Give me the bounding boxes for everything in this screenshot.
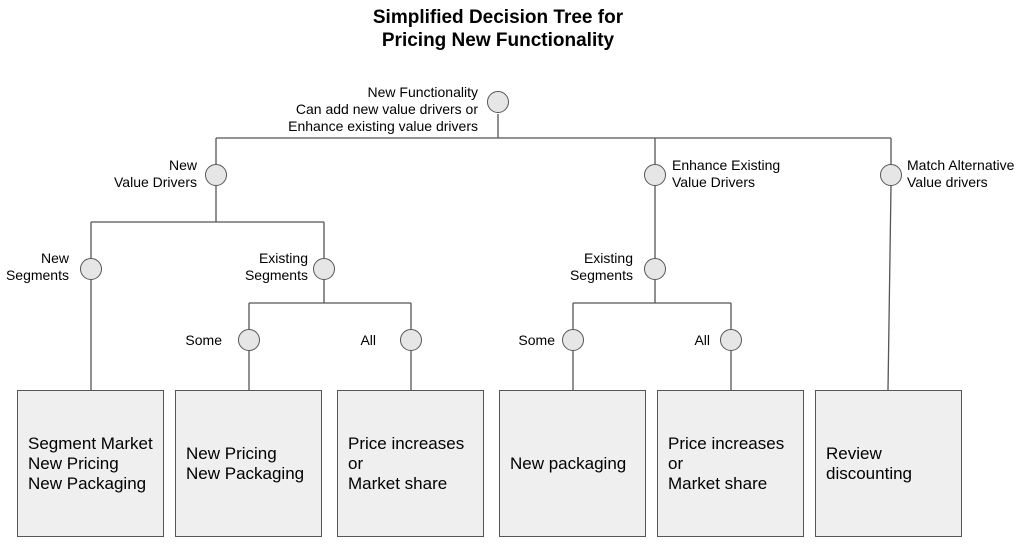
decision-node-existing-segments-left [313, 258, 335, 280]
outcome-text: Price increases or Market share [668, 433, 785, 493]
outcome-box-new-pricing: New Pricing New Packaging [175, 390, 322, 537]
label-line: Enhance Existing [672, 157, 781, 173]
decision-node-new-value-drivers [205, 164, 227, 186]
label-line: Value Drivers [114, 174, 197, 190]
label-line: New [168, 157, 197, 173]
label-line: New [40, 250, 69, 266]
decision-node-match-alternative [880, 164, 902, 186]
label-line: Value Drivers [672, 174, 755, 190]
label-line: Segments [569, 267, 633, 283]
decision-node-all-right [720, 329, 742, 351]
label-existing-segments-left: Existing Segments [245, 250, 308, 284]
root-line-2: Enhance existing value drivers [288, 118, 478, 134]
label-all-right: All [694, 332, 710, 348]
decision-node-all-left [400, 329, 422, 351]
outcome-text: Price increases or Market share [348, 433, 465, 493]
outcome-box-new-packaging: New packaging [499, 390, 646, 537]
label-match-alternative: Match Alternative Value drivers [907, 157, 1014, 191]
decision-node-some-left [238, 329, 260, 351]
label-new-segments: New Segments [6, 250, 69, 284]
root-heading: New Functionality [367, 84, 479, 100]
label-new-value-drivers: New Value Drivers [114, 157, 197, 191]
decision-node-some-right [562, 329, 584, 351]
label-line: Segments [244, 267, 308, 283]
outcome-text: Segment Market New Pricing New Packaging [28, 433, 153, 493]
decision-node-new-segments [80, 258, 102, 280]
outcome-box-price-increases-left: Price increases or Market share [337, 390, 484, 537]
decision-node-root [487, 91, 509, 113]
label-some-right: Some [518, 332, 555, 348]
label-line: Existing [583, 250, 633, 266]
outcome-box-segment-market: Segment Market New Pricing New Packaging [17, 390, 164, 537]
label-all-left: All [360, 332, 376, 348]
label-line: Existing [258, 250, 308, 266]
title-line-2: Pricing New Functionality [381, 30, 615, 51]
label-existing-segments-right: Existing Segments [570, 250, 633, 284]
root-label: New Functionality Can add new value driv… [288, 84, 478, 135]
decision-node-enhance-existing [644, 164, 666, 186]
title-line-1: Simplified Decision Tree for [372, 7, 624, 28]
connector [887, 185, 892, 391]
outcome-box-review-discounting: Review discounting [815, 390, 962, 537]
root-line-1: Can add new value drivers or [295, 101, 478, 117]
outcome-box-price-increases-right: Price increases or Market share [657, 390, 804, 537]
label-line: Value drivers [907, 174, 988, 190]
outcome-text: New Pricing New Packaging [186, 443, 305, 483]
decision-node-existing-segments-right [644, 258, 666, 280]
label-line: Match Alternative [907, 157, 1015, 173]
diagram-title: Simplified Decision Tree for Pricing New… [0, 6, 996, 52]
label-line: Segments [5, 267, 69, 283]
outcome-text: New packaging [510, 453, 627, 473]
label-enhance-existing: Enhance Existing Value Drivers [672, 157, 780, 191]
outcome-text: Review discounting [826, 443, 913, 483]
label-some-left: Some [185, 332, 222, 348]
